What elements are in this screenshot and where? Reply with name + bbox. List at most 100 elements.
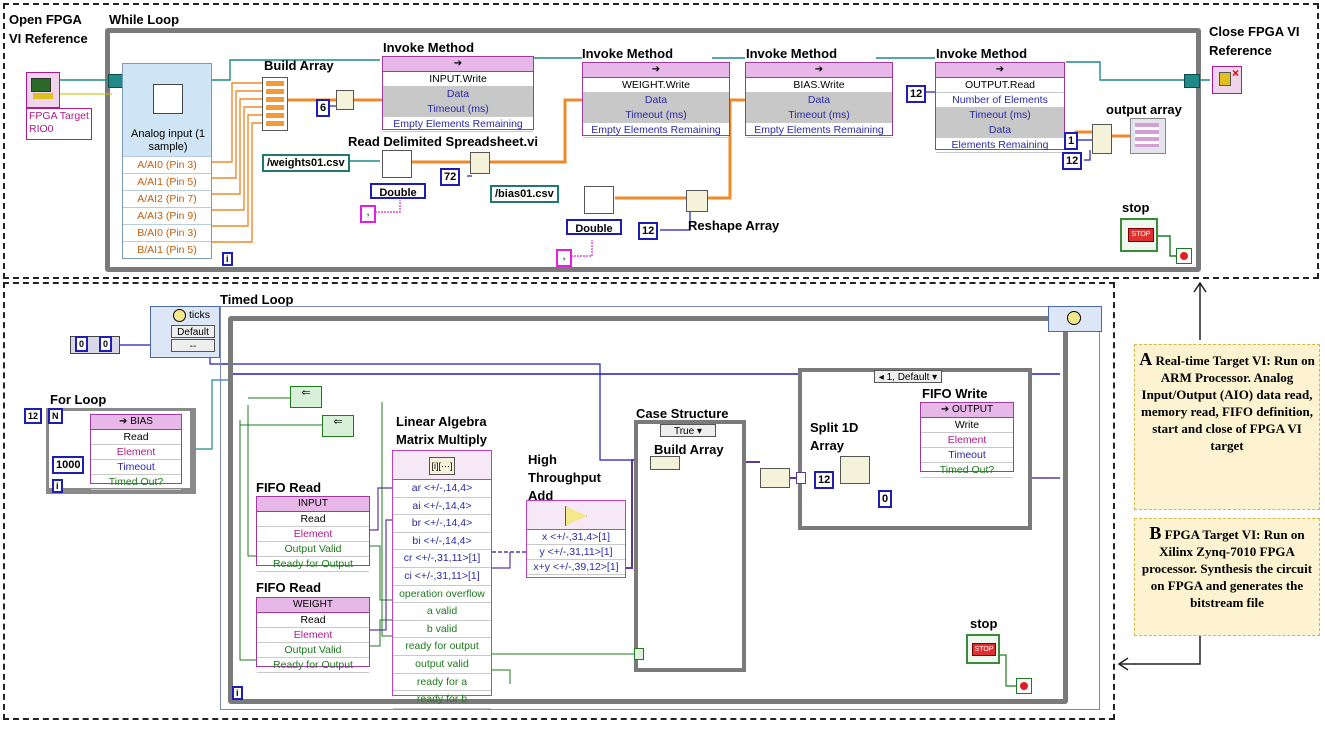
stop-terminal-top [1176, 248, 1192, 264]
reshape-array-label: Reshape Array [688, 218, 780, 233]
close-fpga-ref-icon[interactable]: × [1212, 66, 1242, 94]
matrix-multiply-icon: [i][⋯] [393, 451, 491, 480]
invoke-method-label-3: Invoke Method [746, 46, 838, 61]
timed-loop-outer[interactable] [220, 306, 1100, 710]
for-count-twelve[interactable]: 12 [24, 408, 43, 424]
invoke-output-num-elements: Number of Elements [936, 93, 1064, 108]
timed-loop-frame[interactable] [228, 316, 1068, 704]
high-throughput-add-node[interactable]: x <+/-,31,4>[1] y <+/-,31,11>[1] x+y <+/… [526, 500, 626, 578]
bias-fifo-title: ➔ BIAS [91, 415, 181, 430]
reshape-array-bias[interactable] [686, 190, 708, 212]
fpga-target-line1: FPGA Target [29, 110, 89, 122]
zero-constant-a[interactable]: 0 [75, 336, 89, 352]
reshape-72-constant[interactable]: 72 [440, 168, 461, 186]
stop-button-top[interactable]: STOP [1120, 218, 1158, 252]
matrix-multiply-row: a valid [393, 603, 491, 621]
open-fpga-ref-icon[interactable] [26, 72, 60, 108]
build-array-node-2[interactable] [650, 456, 680, 470]
analog-input-channels: A/AI0 (Pin 3)A/AI1 (Pin 5)A/AI2 (Pin 7)A… [123, 156, 211, 258]
double-selector-2[interactable]: Double [566, 219, 622, 235]
invoke-output-data: Data [936, 123, 1064, 138]
analog-input-title: Analog input (1 sample) [131, 128, 205, 153]
read-spreadsheet-weights[interactable] [382, 150, 412, 178]
stop-label-top: stop [1122, 200, 1150, 215]
fifo-read-weight[interactable]: WEIGHT Read Element Output Valid Ready f… [256, 597, 370, 673]
fifo-weight-title: WEIGHT [293, 599, 333, 610]
timeout-zero[interactable]: 0 [878, 490, 893, 508]
timed-default-select[interactable]: Default [171, 325, 215, 338]
analog-input-icon [153, 84, 183, 114]
split-label-2: Array [810, 438, 844, 453]
reshape-array-weights[interactable] [470, 152, 490, 174]
fifo-write-output[interactable]: ➔ OUTPUT Write Element Timeout Timed Out… [920, 402, 1014, 478]
invoke-weight-write[interactable]: ➔ WEIGHT.Write Data Timeout (ms) Empty E… [582, 62, 730, 138]
analog-channel-row: A/AI2 (Pin 7) [123, 190, 211, 207]
invoke-bias-write[interactable]: ➔ BIAS.Write Data Timeout (ms) Empty Ele… [745, 62, 893, 138]
invoke-output-read[interactable]: ➔ OUTPUT.Read Number of Elements Timeout… [935, 62, 1065, 153]
invoke-input-write[interactable]: ➔ INPUT.Write Data Timeout (ms) Empty El… [382, 56, 534, 132]
case-selector-true[interactable]: True ▾ [660, 424, 716, 437]
vi-reference-label: VI Reference [9, 31, 88, 46]
case-structure-true[interactable] [634, 420, 746, 672]
fpga-target-constant[interactable]: FPGA Target RIO0 [26, 108, 92, 140]
output-count-constant[interactable]: 12 [906, 85, 927, 103]
timed-loop-config[interactable]: ticks Default -- [150, 306, 220, 358]
invoke-input-timeout: Timeout (ms) [383, 102, 533, 117]
read-spreadsheet-bias[interactable] [584, 186, 614, 214]
timed-dashes-select[interactable]: -- [171, 339, 215, 352]
reshape-size-constant[interactable]: 6 [316, 99, 331, 117]
build-array-node[interactable] [262, 77, 288, 131]
matrix-multiply-row: ar <+/-,14,4> [393, 480, 491, 498]
fifo-read-label-1: FIFO Read [256, 480, 322, 495]
case-selector-default[interactable]: ◂ 1, Default ▾ [874, 370, 942, 383]
invoke-bias-empty: Empty Elements Remaining [746, 123, 892, 138]
stop-button-bottom[interactable]: STOP [966, 634, 1000, 664]
invoke-bias-method: BIAS.Write [746, 78, 892, 93]
linear-algebra-label-1: Linear Algebra [396, 414, 487, 429]
reshape-one-constant[interactable]: 1 [1064, 132, 1079, 150]
bias-file-path[interactable]: /bias01.csv [490, 185, 559, 203]
while-loop-frame[interactable] [105, 28, 1201, 272]
feedback-node-1[interactable]: ⇐ [290, 386, 322, 408]
note-b-letter: B [1149, 523, 1162, 543]
for-loop-label: For Loop [50, 392, 107, 407]
comma-constant-1[interactable]: , [360, 205, 376, 223]
zero-constant-b[interactable]: 0 [99, 336, 113, 352]
while-loop-label: While Loop [109, 12, 180, 27]
split-index-twelve[interactable]: 12 [814, 471, 835, 489]
matrix-multiply-node[interactable]: [i][⋯] ar <+/-,14,4>ai <+/-,14,4>br <+/-… [392, 450, 492, 709]
reshape-12-constant[interactable]: 12 [638, 222, 659, 240]
matrix-multiply-row: ready for output [393, 638, 491, 656]
matrix-multiply-row: cr <+/-,31,11>[1] [393, 550, 491, 568]
analog-channel-row: A/AI1 (Pin 5) [123, 173, 211, 190]
clock-icon [173, 309, 186, 322]
linear-algebra-label-2: Matrix Multiply [396, 432, 488, 447]
timed-iteration-terminal: i [232, 686, 243, 700]
timeout-thousand[interactable]: 1000 [52, 456, 85, 474]
analog-input-node[interactable]: Analog input (1 sample) A/AI0 (Pin 3)A/A… [122, 63, 212, 259]
comma-constant-2[interactable]: , [556, 249, 572, 267]
note-a-text: Real-time Target VI: Run on ARM Processo… [1141, 353, 1315, 453]
bias-timeout: Timeout [91, 460, 181, 475]
cluster-constant[interactable]: 0 0 [70, 336, 120, 354]
weights-file-path[interactable]: /weights01.csv [262, 154, 350, 172]
right-loop-tunnel [1184, 74, 1200, 88]
feedback-node-2[interactable]: ⇐ [322, 415, 354, 437]
fifo-read-input[interactable]: INPUT Read Element Output Valid Ready fo… [256, 496, 370, 572]
reshape-output-node[interactable] [1092, 124, 1112, 154]
matrix-multiply-row: output valid [393, 656, 491, 674]
case-output-tunnel [796, 472, 806, 484]
matrix-multiply-row: bi <+/-,14,4> [393, 533, 491, 551]
invoke-weight-data: Data [583, 93, 729, 108]
invoke-weight-empty: Empty Elements Remaining [583, 123, 729, 138]
stop-terminal-bottom [1016, 678, 1032, 694]
index-array-node[interactable] [760, 468, 790, 488]
analog-channel-row: B/AI1 (Pin 5) [123, 241, 211, 258]
bias-fifo-read[interactable]: ➔ BIAS Read Element Timeout Timed Out? [90, 414, 182, 490]
output-array-indicator[interactable] [1130, 118, 1166, 154]
double-selector-1[interactable]: Double [370, 183, 426, 199]
timed-loop-label: Timed Loop [220, 292, 294, 307]
split-array-node[interactable] [840, 456, 870, 484]
reshape-twelve-constant-2[interactable]: 12 [1062, 152, 1083, 170]
reshape-array-node-top[interactable] [336, 90, 354, 110]
